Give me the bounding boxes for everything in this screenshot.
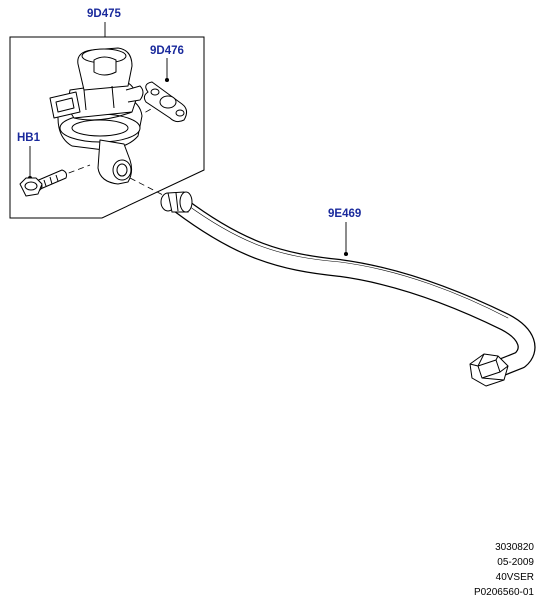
callout-label-hose: 9E469: [328, 208, 362, 220]
callout-label-valve: 9D475: [87, 8, 121, 20]
leader-9e469-dot: [343, 251, 349, 257]
footer-line-1: 3030820: [495, 542, 534, 553]
footer-line-4: P0206560-01: [473, 587, 534, 598]
bolt-hb1: [19, 169, 67, 197]
callout-label-gasket: 9D476: [150, 45, 184, 57]
leader-lines: [27, 22, 349, 257]
gasket-9d476: [143, 81, 188, 123]
hose-fitting-right: [469, 353, 509, 387]
reference-footer: 3030820 05-2009 40VSER P0206560-01: [474, 540, 534, 600]
callout-label-bolt: HB1: [17, 132, 41, 144]
footer-line-2: 05-2009: [497, 557, 534, 568]
footer-line-3: 40VSER: [495, 572, 534, 583]
hose-fitting-left: [160, 191, 193, 213]
hose-9e469: [171, 196, 536, 377]
assembly-frame: [9, 36, 205, 219]
egr-valve-9d475: [49, 47, 144, 185]
leader-9d476-dot: [164, 77, 170, 83]
